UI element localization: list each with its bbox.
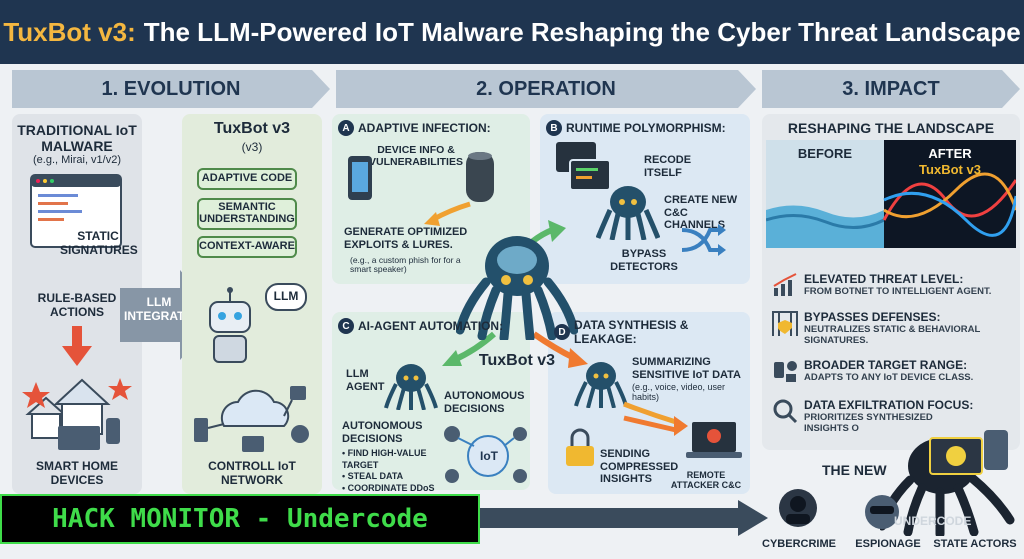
sending-label: SENDING COMPRESSED INSIGHTS [600,448,679,486]
static-signatures-label: STATIC SIGNATURES [60,229,138,257]
iot-network-icon [194,386,309,452]
trend-up-icon [773,273,797,296]
title-accent: TuxBot v3: [3,16,136,47]
down-arrow-icon [62,326,92,366]
decision-bullets: • FIND HIGH-VALUE TARGET • STEAL DATA • … [342,448,462,495]
after-sub-label: TuxBot v3 [919,162,981,177]
gate-shield-icon [772,311,798,336]
b-letter: B [546,120,562,136]
create-cc-label: CREATE NEW C&C CHANNELS [664,194,738,232]
actor-cybercrime: CYBERCRIME [762,538,836,550]
traditional-sub: (e.g., Mirai, v1/v2) [32,154,122,166]
b-title: B RUNTIME POLYMORPHISM: [546,120,726,136]
c-title-text: AI-AGENT AUTOMATION: [358,319,504,333]
iot-hub-icon [444,426,527,483]
actor-espionage: ESPIONAGE [855,538,921,550]
tuxbot-sub: (v3) [241,140,263,154]
after-label: AFTER [928,146,972,161]
a-title: A ADAPTIVE INFECTION: [338,120,491,136]
feature-semantic: SEMANTIC UNDERSTANDING [197,198,297,230]
magnifier-icon [773,399,798,424]
c-letter: C [338,318,354,334]
bullet-steal: • STEAL DATA [342,471,404,482]
laptop-skull-icon [686,422,742,458]
impact-s-2: ADAPTS TO ANY IoT DEVICE CLASS. [804,372,974,383]
d-title-text: DATA SYNTHESIS & LEAKAGE: [574,318,689,346]
devices-icon [774,361,797,382]
feature-adaptive-code: ADAPTIVE CODE [197,168,297,190]
bypass-label: BYPASS DETECTORS [610,248,678,273]
before-label: BEFORE [797,146,853,161]
actor-state: STATE ACTORS [933,538,1017,550]
smart-home-icon [22,378,132,450]
autonomous-label-1: AUTONOMOUS DECISIONS [444,390,525,415]
generate-sub: (e.g., a custom phish for for a smart sp… [350,255,461,275]
octopus-small-d [574,362,628,408]
feature-context-aware: CONTEXT-AWARE [197,236,297,258]
summarizing-label: SUMMARIZING SENSITIVE IoT DATA [632,356,741,381]
smart-home-label: SMART HOME DEVICES [36,459,118,487]
d-letter: D [554,324,570,340]
rule-based-label: RULE-BASED ACTIONS [37,291,117,319]
hacker-icon [779,489,817,527]
impact-h-0: ELEVATED THREAT LEVEL: [804,272,964,286]
impact-s-0: FROM BOTNET TO INTELLIGENT AGENT. [804,286,992,297]
actors-arrow [478,500,768,536]
title-rest: The LLM-Powered IoT Malware Reshaping th… [143,16,1021,47]
recode-label: RECODE ITSELF [644,154,692,179]
summarizing-sub: (e.g., voice, video, user habits) [632,382,726,402]
bullet-find: • FIND HIGH-VALUE TARGET [342,448,427,470]
impact-s-1: NEUTRALIZES STATIC & BEHAVIORAL SIGNATUR… [804,324,981,346]
stage-impact: 3. IMPACT [762,70,1020,108]
hack-monitor-banner: HACK MONITOR - Undercode [0,494,480,544]
impact-s-3: PRIORITIZES SYNTHESIZED INSIGHTS O [804,412,933,434]
impact-row-target: BROADER TARGET RANGE: ADAPTS TO ANY IoT … [772,358,1022,383]
lock-icon [566,428,594,466]
b-title-text: RUNTIME POLYMORPHISM: [566,121,726,135]
impact-h-1: BYPASSES DEFENSES: [804,310,941,324]
page-title: TuxBot v3: The LLM-Powered IoT Malware R… [0,0,1024,64]
remote-label: REMOTE ATTACKER C&C [670,470,742,491]
c-title: C AI-AGENT AUTOMATION: [338,318,503,334]
arrow-to-c [442,331,496,366]
curve-arrow-a [424,201,471,226]
stage-operation: 2. OPERATION [336,70,756,108]
llm-agent-label: LLM AGENT [346,368,385,393]
shuffle-icon [681,224,726,256]
spy-icon [865,495,899,529]
llm-bubble-label: LLM [273,289,299,303]
octopus-small-c [384,364,438,410]
a-letter: A [338,120,354,136]
a-title-text: ADAPTIVE INFECTION: [358,121,491,135]
phone-speaker-icon [348,152,494,202]
impact-row-bypass: BYPASSES DEFENSES: NEUTRALIZES STATIC & … [772,310,1022,346]
center-octopus-label: TuxBot v3 [478,352,556,369]
before-after-image [766,140,1016,248]
impact-row-exfil: DATA EXFILTRATION FOCUS: PRIORITIZES SYN… [772,398,1022,434]
impact-h-3: DATA EXFILTRATION FOCUS: [804,398,974,412]
robot-icon [209,283,307,363]
the-new-label: THE NEW [822,462,887,478]
device-info-label: DEVICE INFO & VULNERABILITIES [369,144,463,169]
impact-h-2: BROADER TARGET RANGE: [804,358,968,372]
traditional-title: TRADITIONAL IoT MALWARE [17,122,137,155]
impact-row-threat: ELEVATED THREAT LEVEL: FROM BOTNET TO IN… [772,272,1022,297]
d-title: D DATA SYNTHESIS & LEAKAGE: [554,318,724,346]
octopus-small-b [596,186,660,240]
watermark: UNDERCODE [894,514,972,528]
controll-label: CONTROLL IoT NETWORK [208,459,296,487]
code-window-icon [30,174,122,248]
autonomous-label-2: AUTONOMOUS DECISIONS [342,420,423,445]
code-screens-icon [556,142,611,191]
data-flow-arrows [623,401,688,436]
reshaping-title: RESHAPING THE LANDSCAPE [787,120,995,136]
arrow-to-d [532,331,588,368]
stage-evolution: 1. EVOLUTION [12,70,330,108]
generate-label: GENERATE OPTIMIZED EXPLOITS & LURES. [344,226,468,251]
bullet-ddos: • COORDINATE DDoS [342,483,435,494]
tuxbot-title: TuxBot v3 [213,120,291,137]
iot-label: IoT [480,449,498,463]
tuxbot-octopus-icon [456,236,578,340]
